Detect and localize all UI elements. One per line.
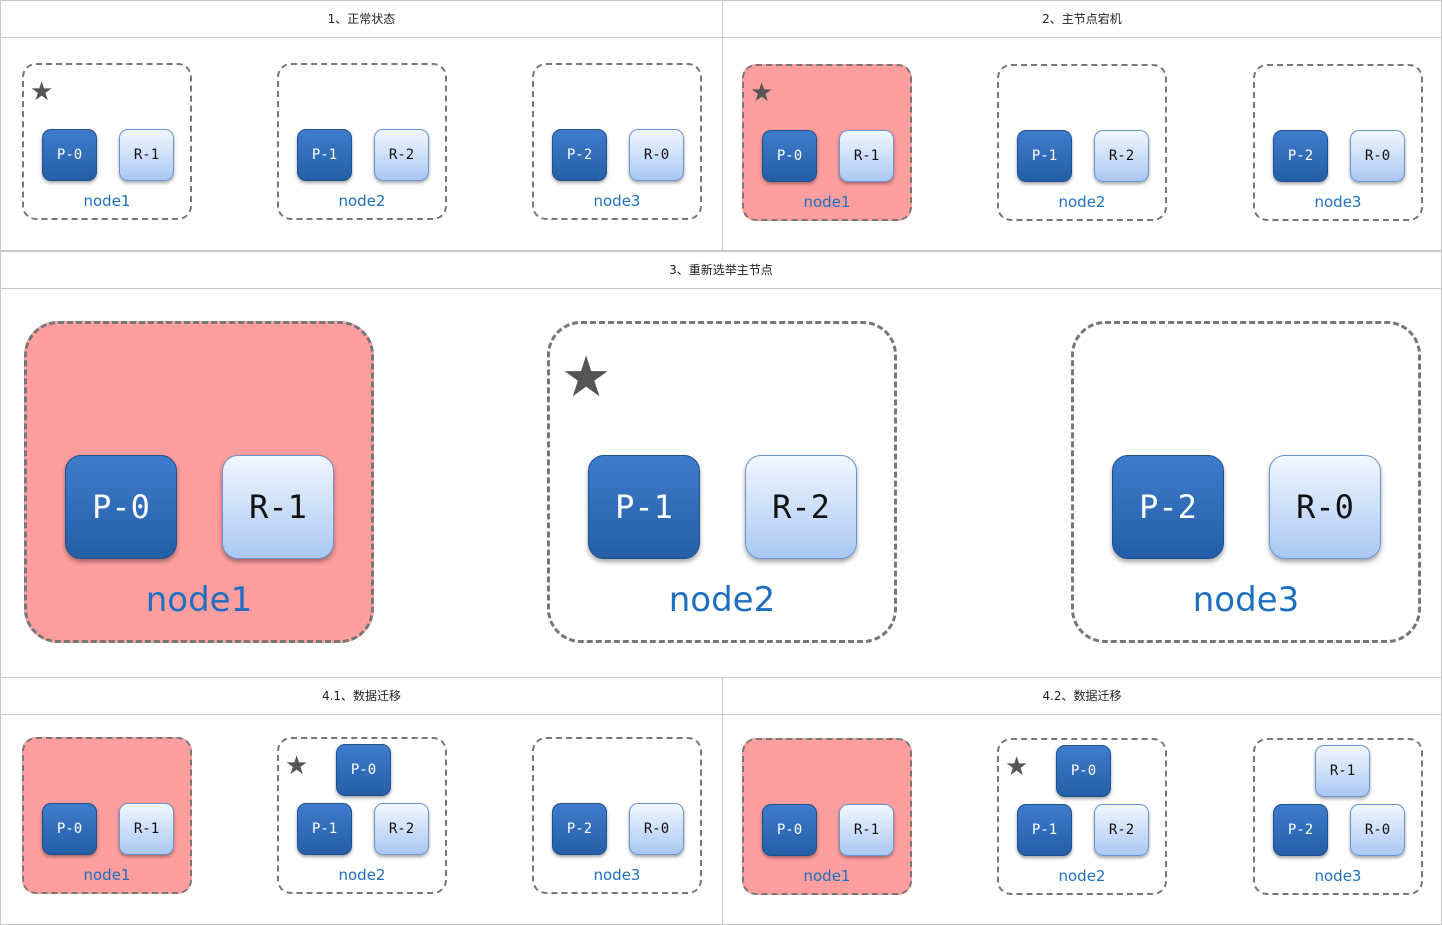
shard-replica: R-2	[374, 803, 429, 855]
panel-reelect-master: 3、重新选举主节点 P-0 R-1 node1 ★ P-1 R-2 node2 …	[0, 251, 1442, 678]
node-box-node2: ★ P-1 R-2 node2	[547, 321, 897, 643]
shard-primary: P-0	[1056, 745, 1111, 797]
shard-replica: R-1	[119, 129, 174, 181]
shard-replica: R-1	[839, 804, 894, 856]
panel-title: 4.2、数据迁移	[723, 678, 1441, 715]
node-label: node1	[83, 866, 131, 884]
panel-master-down: 2、主节点宕机 ★ P-0 R-1 node1 P-1 R-2 node2 P-…	[722, 0, 1442, 251]
node-box-node3: R-1 P-2 R-0 node3	[1253, 738, 1423, 895]
node-box-node3: P-2 R-0 node3	[532, 737, 702, 894]
node-box-node3: P-2 R-0 node3	[1253, 64, 1423, 221]
node-label: node2	[338, 866, 386, 884]
shard-primary: P-2	[1273, 804, 1328, 856]
node-label: node2	[338, 192, 386, 210]
shard-replica: R-2	[1094, 130, 1149, 182]
node-label: node3	[593, 866, 641, 884]
node-label: node2	[668, 580, 776, 620]
panel-title: 2、主节点宕机	[723, 1, 1441, 38]
shard-primary: P-0	[762, 804, 817, 856]
shard-replica: R-1	[1315, 745, 1370, 797]
shard-primary: P-2	[1273, 130, 1328, 182]
node-box-node3: P-2 R-0 node3	[532, 63, 702, 220]
shard-replica: R-1	[839, 130, 894, 182]
node-label: node3	[593, 192, 641, 210]
node-label: node2	[1058, 867, 1106, 885]
shard-primary: P-2	[1112, 455, 1224, 559]
shard-primary: P-2	[552, 803, 607, 855]
node-label: node1	[145, 580, 253, 620]
shard-replica: R-0	[629, 129, 684, 181]
panel-title: 3、重新选举主节点	[1, 252, 1441, 289]
shard-primary: P-0	[42, 803, 97, 855]
node-box-node1: P-0 R-1 node1	[24, 321, 374, 643]
node-label: node3	[1314, 193, 1362, 211]
star-icon: ★	[285, 751, 309, 781]
shard-primary: P-2	[552, 129, 607, 181]
shard-primary: P-1	[297, 129, 352, 181]
shard-primary: P-0	[65, 455, 177, 559]
node-box-node2: ★ P-0 P-1 R-2 node2	[277, 737, 447, 894]
node-box-node1: ★ P-0 R-1 node1	[22, 63, 192, 220]
node-box-node2: P-1 R-2 node2	[277, 63, 447, 220]
star-icon: ★	[561, 345, 612, 410]
node-box-node1: P-0 R-1 node1	[22, 737, 192, 894]
star-icon: ★	[30, 77, 54, 107]
node-box-node3: P-2 R-0 node3	[1071, 321, 1421, 643]
shard-primary: P-1	[588, 455, 700, 559]
node-box-node1: P-0 R-1 node1	[742, 738, 912, 895]
star-icon: ★	[1005, 752, 1029, 782]
shard-primary: P-0	[42, 129, 97, 181]
panel-data-migration-1: 4.1、数据迁移 P-0 R-1 node1 ★ P-0 P-1 R-2 nod…	[0, 677, 723, 925]
shard-replica: R-0	[629, 803, 684, 855]
node-label: node1	[83, 192, 131, 210]
shard-primary: P-1	[297, 803, 352, 855]
shard-replica: R-1	[222, 455, 334, 559]
shard-replica: R-1	[119, 803, 174, 855]
shard-primary: P-1	[1017, 804, 1072, 856]
node-label: node2	[1058, 193, 1106, 211]
node-box-node2: P-1 R-2 node2	[997, 64, 1167, 221]
node-label: node3	[1192, 580, 1300, 620]
panel-data-migration-2: 4.2、数据迁移 P-0 R-1 node1 ★ P-0 P-1 R-2 nod…	[722, 677, 1442, 925]
node-label: node1	[803, 867, 851, 885]
node-label: node1	[803, 193, 851, 211]
panel-title: 1、正常状态	[1, 1, 722, 38]
shard-replica: R-0	[1269, 455, 1381, 559]
panel-normal-state: 1、正常状态 ★ P-0 R-1 node1 P-1 R-2 node2 P-2…	[0, 0, 723, 251]
shard-replica: R-2	[374, 129, 429, 181]
star-icon: ★	[750, 78, 774, 108]
shard-replica: R-0	[1350, 804, 1405, 856]
node-label: node3	[1314, 867, 1362, 885]
shard-primary: P-0	[336, 744, 391, 796]
shard-replica: R-2	[745, 455, 857, 559]
panel-title: 4.1、数据迁移	[1, 678, 722, 715]
shard-replica: R-0	[1350, 130, 1405, 182]
shard-primary: P-1	[1017, 130, 1072, 182]
shard-primary: P-0	[762, 130, 817, 182]
node-box-node2: ★ P-0 P-1 R-2 node2	[997, 738, 1167, 895]
node-box-node1: ★ P-0 R-1 node1	[742, 64, 912, 221]
shard-replica: R-2	[1094, 804, 1149, 856]
